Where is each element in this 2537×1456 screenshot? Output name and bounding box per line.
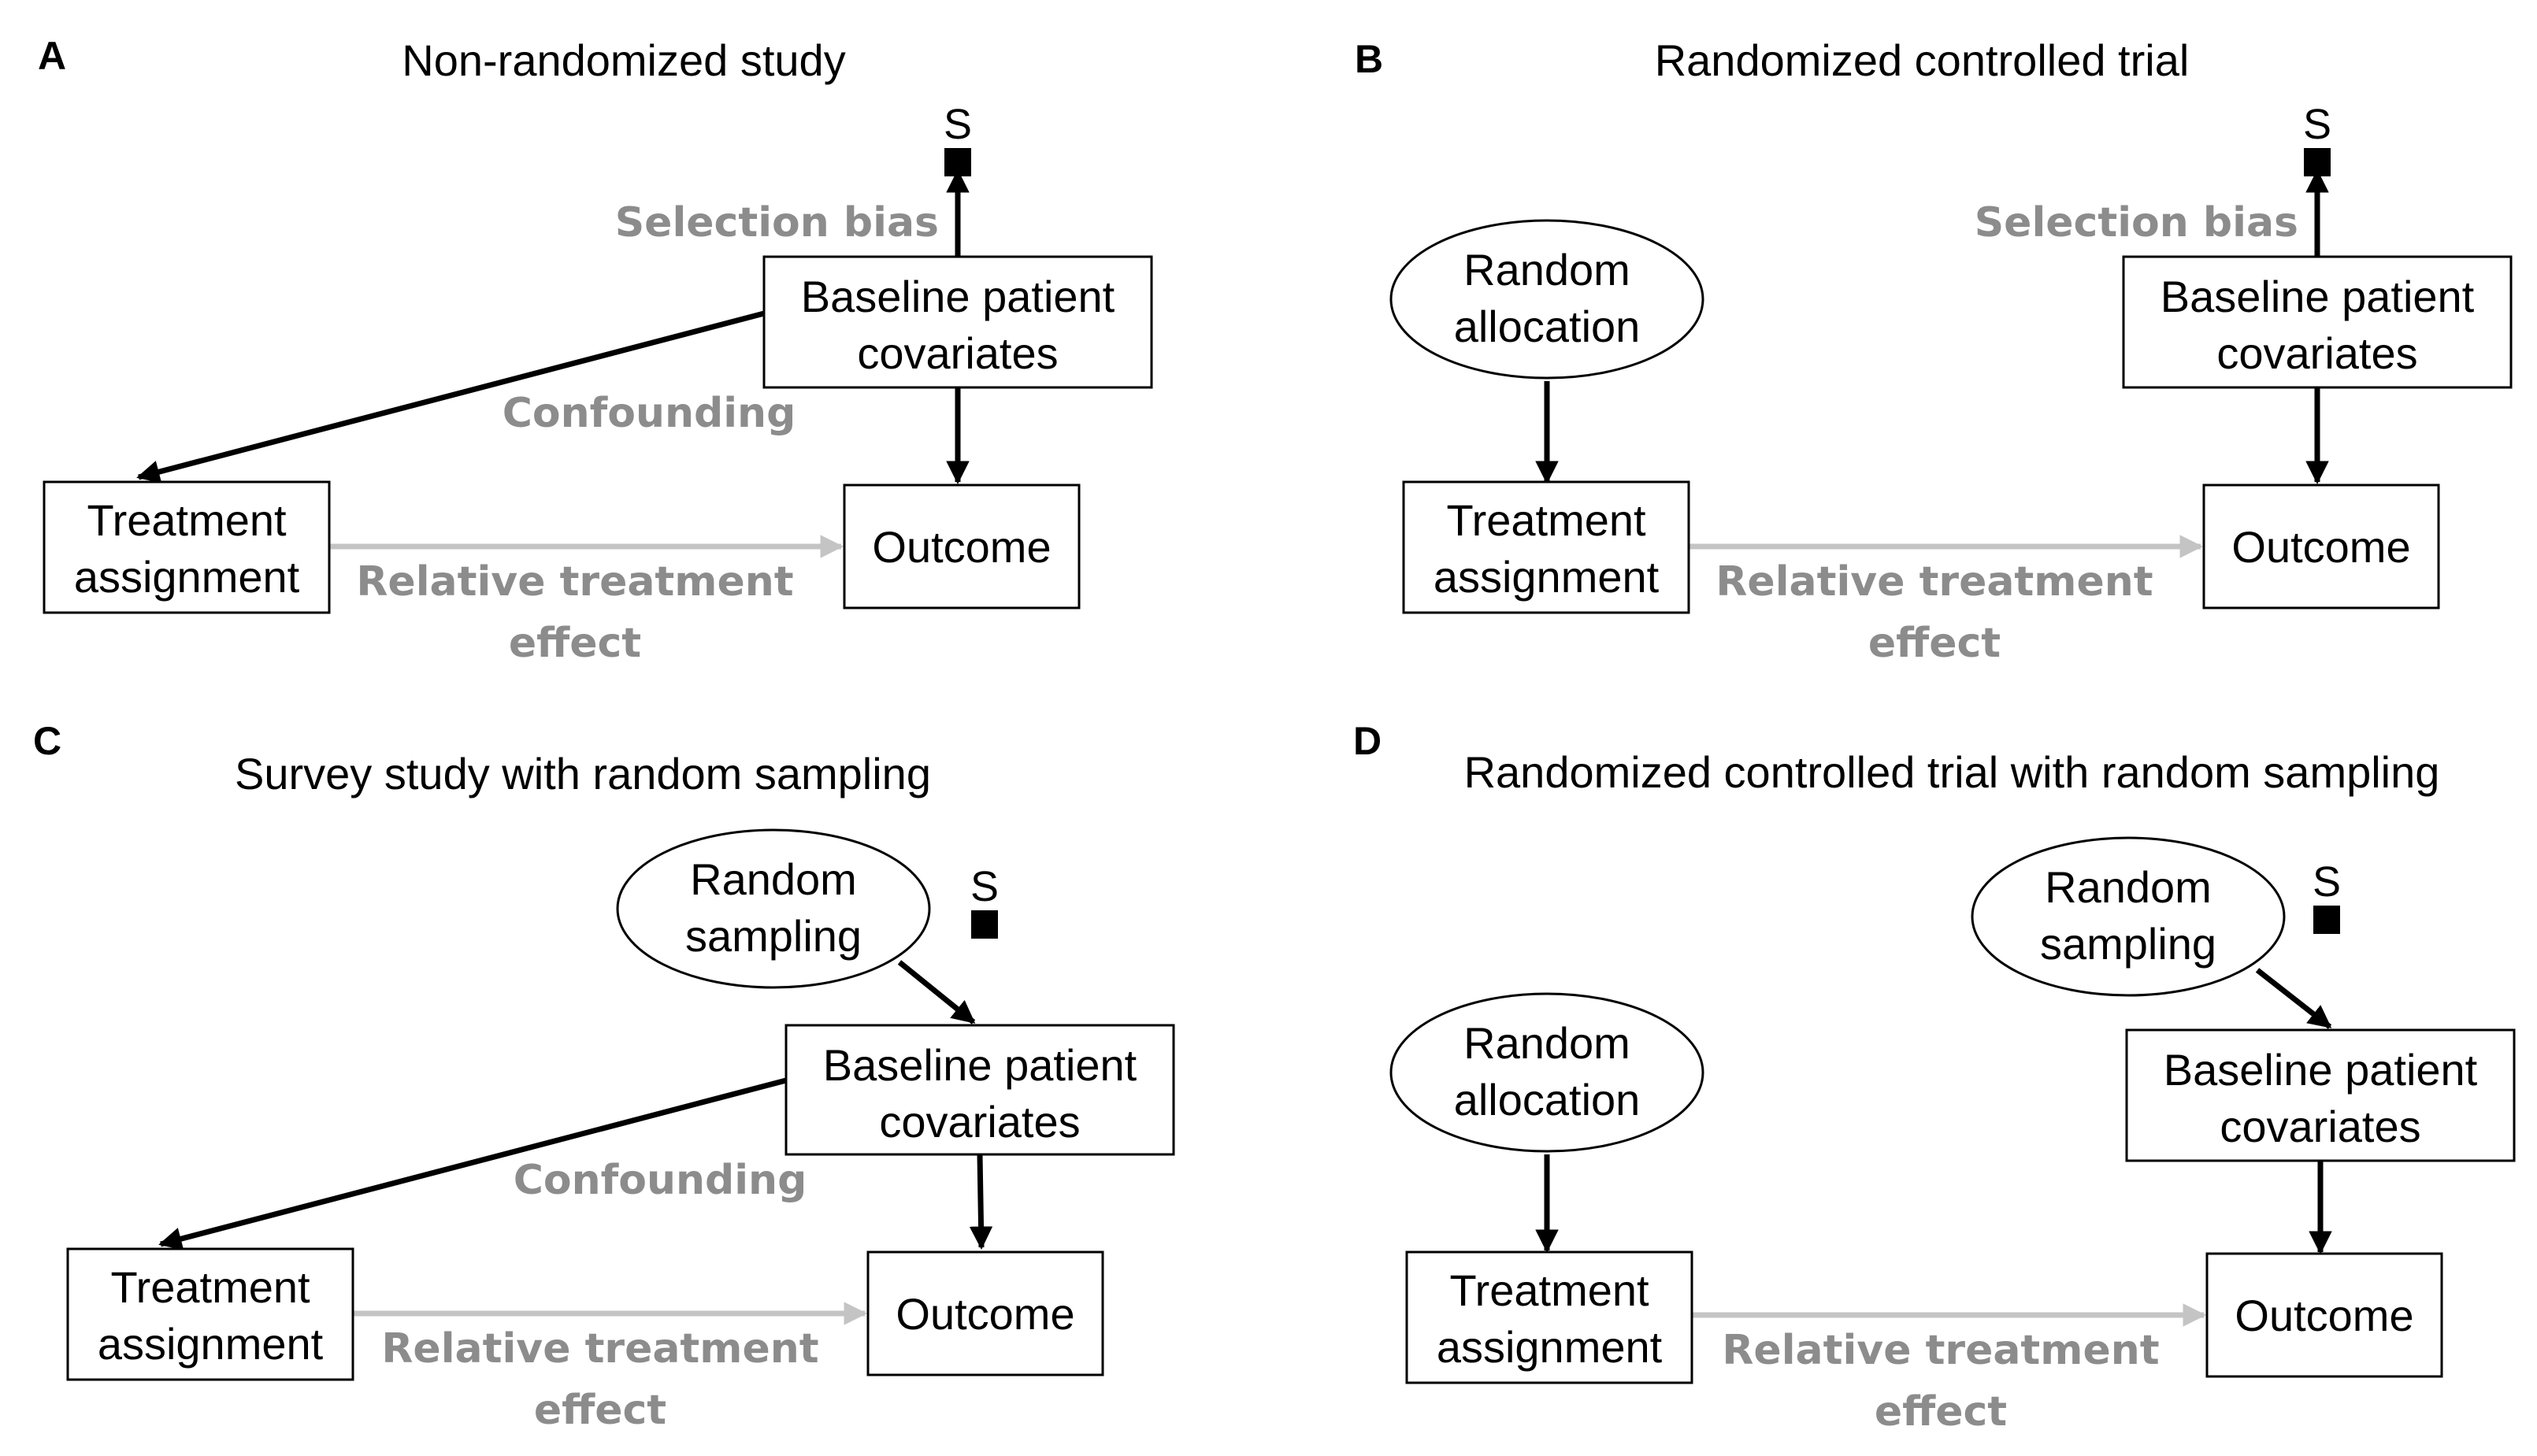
- treatment-assignment-node: Treatment assignment: [1405, 1250, 1693, 1384]
- sampling-covariates-arrow: [897, 960, 976, 1024]
- node-label-line1: Treatment: [1446, 495, 1646, 545]
- random-sampling-node: Random sampling: [616, 828, 931, 989]
- panel-title: Survey study with random sampling: [235, 749, 931, 798]
- s-label: S: [970, 863, 999, 910]
- node-label: Outcome: [872, 522, 1051, 572]
- s-label: S: [2303, 101, 2331, 148]
- node-label-line2: covariates: [879, 1097, 1080, 1147]
- effect-label-line1: Relative treatment: [1715, 558, 2153, 606]
- panel-d: D Randomized controlled trial with rando…: [1353, 719, 2516, 1436]
- selection-node: [2304, 148, 2331, 176]
- node-label-line2: assignment: [1434, 552, 1660, 602]
- node-label-line1: Random: [1463, 1018, 1630, 1068]
- node-label-line2: sampling: [2040, 919, 2216, 969]
- node-label-line1: Treatment: [87, 495, 287, 545]
- baseline-covariates-node: Baseline patient covariates: [784, 1024, 1175, 1156]
- panel-b: B Randomized controlled trial S Random a…: [1355, 35, 2513, 667]
- panel-title: Randomized controlled trial with random …: [1464, 747, 2440, 797]
- s-label: S: [2313, 858, 2341, 906]
- panel-title: Randomized controlled trial: [1655, 35, 2190, 85]
- node-label-line2: covariates: [857, 328, 1058, 378]
- node-label-line2: covariates: [2220, 1102, 2420, 1151]
- node-label-line1: Random: [690, 854, 857, 904]
- node-label: Outcome: [2231, 522, 2410, 572]
- random-allocation-node: Random allocation: [1389, 219, 1704, 380]
- panel-letter: A: [38, 34, 66, 78]
- node-label-line2: assignment: [1437, 1322, 1663, 1372]
- random-sampling-node: Random sampling: [1971, 836, 2286, 997]
- effect-label-line2: effect: [509, 620, 641, 667]
- confounding-label: Confounding: [503, 390, 796, 437]
- confounding-arrow: [158, 1077, 787, 1250]
- outcome-node: Outcome: [2205, 1252, 2443, 1378]
- node-label-line1: Treatment: [1449, 1265, 1649, 1315]
- effect-label-line1: Relative treatment: [356, 558, 793, 606]
- effect-label-line2: effect: [1868, 620, 2001, 667]
- panel-letter: C: [33, 719, 61, 763]
- confounding-label: Confounding: [514, 1157, 807, 1204]
- node-label-line1: Random: [1463, 245, 1630, 295]
- node-label-line1: Baseline patient: [2161, 272, 2475, 321]
- node-label-line2: covariates: [2216, 328, 2417, 378]
- selection-node: [944, 148, 971, 176]
- node-label-line2: allocation: [1454, 1075, 1641, 1124]
- node-label-line1: Baseline patient: [823, 1040, 1137, 1090]
- node-label-line2: assignment: [98, 1319, 324, 1369]
- panel-letter: B: [1355, 37, 1383, 81]
- node-label-line2: assignment: [74, 552, 300, 602]
- panel-a: A Non-randomized study S Baseline patien…: [38, 34, 1153, 667]
- node-label-line1: Baseline patient: [801, 272, 1115, 321]
- covariates-outcome-arrow: [969, 1154, 993, 1250]
- node-label: Outcome: [2235, 1291, 2413, 1340]
- outcome-node: Outcome: [866, 1250, 1104, 1376]
- confounding-arrow: [136, 310, 765, 483]
- baseline-covariates-node: Baseline patient covariates: [2125, 1028, 2516, 1162]
- random-allocation-node: Random allocation: [1389, 992, 1704, 1153]
- node-label-line1: Treatment: [110, 1262, 310, 1312]
- selection-node: [2313, 906, 2340, 934]
- node-label-line1: Random: [2045, 862, 2212, 912]
- selection-bias-label: Selection bias: [615, 199, 939, 246]
- node-label: Outcome: [896, 1289, 1074, 1339]
- panel-letter: D: [1353, 719, 1382, 763]
- node-label-line2: sampling: [685, 911, 862, 961]
- s-label: S: [944, 101, 972, 148]
- treatment-assignment-node: Treatment assignment: [66, 1247, 354, 1381]
- effect-label-line1: Relative treatment: [1722, 1327, 2159, 1374]
- effect-label-line2: effect: [534, 1387, 666, 1434]
- outcome-node: Outcome: [843, 483, 1081, 609]
- sampling-covariates-arrow: [2255, 968, 2332, 1029]
- selection-bias-label: Selection bias: [1975, 199, 2298, 246]
- treatment-assignment-node: Treatment assignment: [1402, 480, 1690, 614]
- effect-label-line2: effect: [1875, 1388, 2007, 1436]
- treatment-assignment-node: Treatment assignment: [43, 480, 331, 614]
- selection-node: [971, 910, 998, 939]
- outcome-node: Outcome: [2202, 483, 2440, 609]
- node-label-line2: allocation: [1454, 302, 1641, 351]
- effect-label-line1: Relative treatment: [381, 1325, 818, 1373]
- panel-c: C Survey study with random sampling S Ra…: [33, 719, 1175, 1434]
- baseline-covariates-node: Baseline patient covariates: [762, 255, 1153, 389]
- baseline-covariates-node: Baseline patient covariates: [2122, 255, 2513, 389]
- panel-title: Non-randomized study: [402, 35, 845, 85]
- node-label-line1: Baseline patient: [2164, 1045, 2478, 1095]
